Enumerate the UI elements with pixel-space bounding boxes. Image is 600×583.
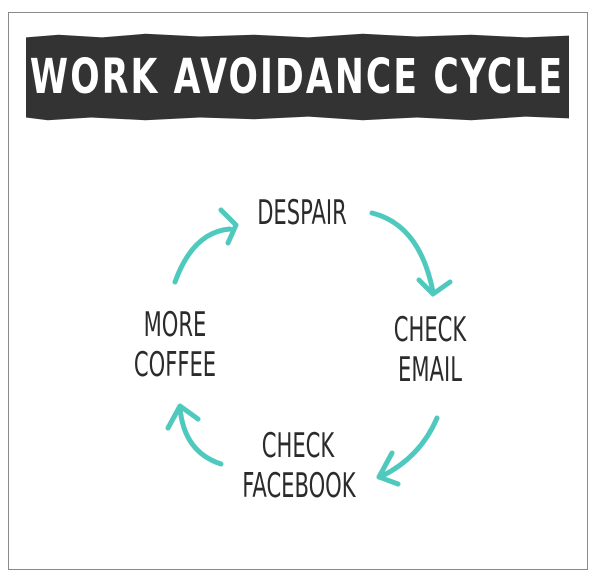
node-label: FACEBOOK (242, 466, 356, 506)
arrow-facebook-to-coffee-icon (165, 403, 224, 467)
node-check-email: CHECK EMAIL (380, 310, 479, 390)
node-more-coffee: MORE COFFEE (125, 305, 224, 385)
node-label: DESPAIR (257, 193, 347, 233)
node-check-facebook: CHECK FACEBOOK (242, 426, 356, 506)
node-despair: DESPAIR (252, 193, 351, 233)
diagram-title: WORK AVOIDANCE CYCLE (30, 49, 565, 105)
node-label: EMAIL (398, 350, 462, 390)
arrow-coffee-to-despair-icon (172, 207, 239, 285)
node-label: COFFEE (133, 345, 217, 385)
arrow-email-to-facebook-icon (376, 415, 440, 487)
node-label: MORE (143, 305, 207, 345)
title-banner: WORK AVOIDANCE CYCLE (26, 33, 569, 121)
node-label: CHECK (393, 310, 467, 350)
node-label: CHECK (261, 426, 335, 466)
arrow-despair-to-email-icon (369, 210, 453, 297)
